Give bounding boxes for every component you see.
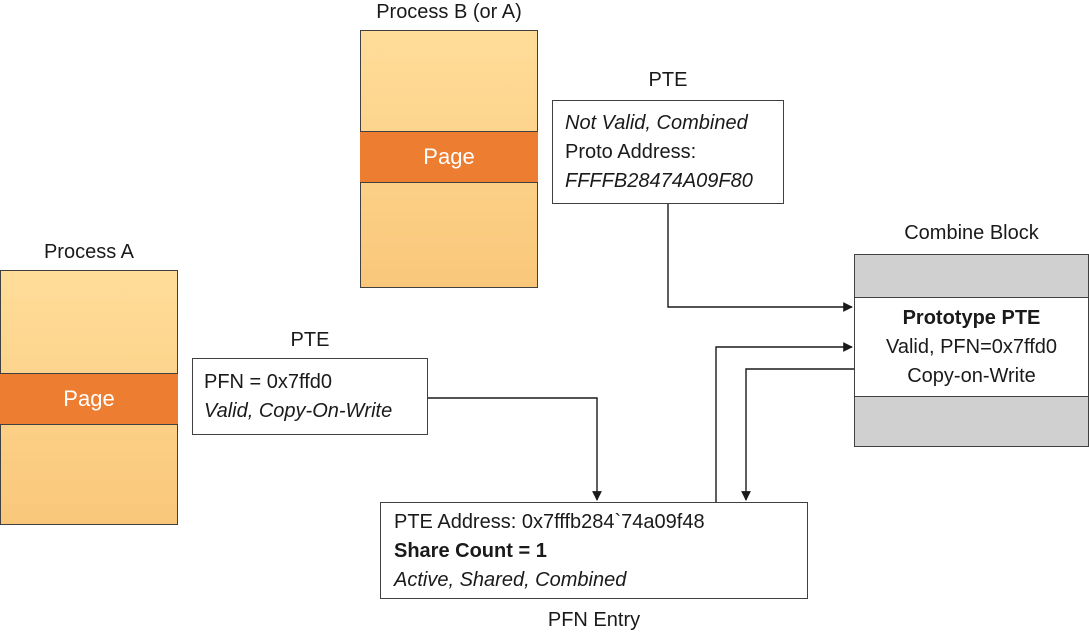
pte-a-status: Valid, Copy-On-Write <box>204 400 393 422</box>
prototype-pte-box: Prototype PTE Valid, PFN=0x7ffd0 Copy-on… <box>854 297 1089 397</box>
prototype-pte-title: Prototype PTE <box>902 307 1041 329</box>
combine-block-header <box>854 254 1089 298</box>
process-a-memory: Page <box>0 270 178 525</box>
combine-block-label: Combine Block <box>904 222 1039 244</box>
pfn-entry-share-count: Share Count = 1 <box>394 540 547 562</box>
process-a-page: Page <box>0 373 178 425</box>
process-b-memory: Page <box>360 30 538 288</box>
arrow-pfn-entry-to-prototype <box>715 342 853 502</box>
pte-a-label: PTE <box>290 329 330 351</box>
pte-a-box: PFN = 0x7ffd0 Valid, Copy-On-Write <box>192 358 428 435</box>
pte-b-label: PTE <box>648 69 688 91</box>
pte-b-box: Not Valid, Combined Proto Address: FFFFB… <box>552 100 784 204</box>
arrow-pte-a-to-pfn-entry <box>428 397 602 501</box>
pfn-entry-flags: Active, Shared, Combined <box>394 569 627 591</box>
prototype-pte-pfn: Valid, PFN=0x7ffd0 <box>885 336 1058 358</box>
combine-block-footer <box>854 396 1089 447</box>
pfn-entry-label: PFN Entry <box>547 609 641 631</box>
prototype-pte-cow: Copy-on-Write <box>907 365 1036 387</box>
process-a-label: Process A <box>43 241 135 263</box>
pte-b-proto-address: FFFFB28474A09F80 <box>565 170 753 192</box>
pfn-entry-box: PTE Address: 0x7fffb284`74a09f48 Share C… <box>380 502 808 599</box>
pte-b-status: Not Valid, Combined <box>565 112 748 134</box>
pte-b-proto-label: Proto Address: <box>565 141 697 163</box>
process-a-page-label: Page <box>63 386 115 411</box>
process-b-label: Process B (or A) <box>376 1 522 23</box>
process-b-page: Page <box>360 131 538 183</box>
process-b-page-label: Page <box>423 144 475 169</box>
pte-a-pfn: PFN = 0x7ffd0 <box>204 371 333 393</box>
arrow-prototype-to-pfn-entry <box>741 368 854 501</box>
pfn-entry-pte-address: PTE Address: 0x7fffb284`74a09f48 <box>394 511 705 533</box>
arrow-pte-b-to-prototype <box>667 204 853 312</box>
